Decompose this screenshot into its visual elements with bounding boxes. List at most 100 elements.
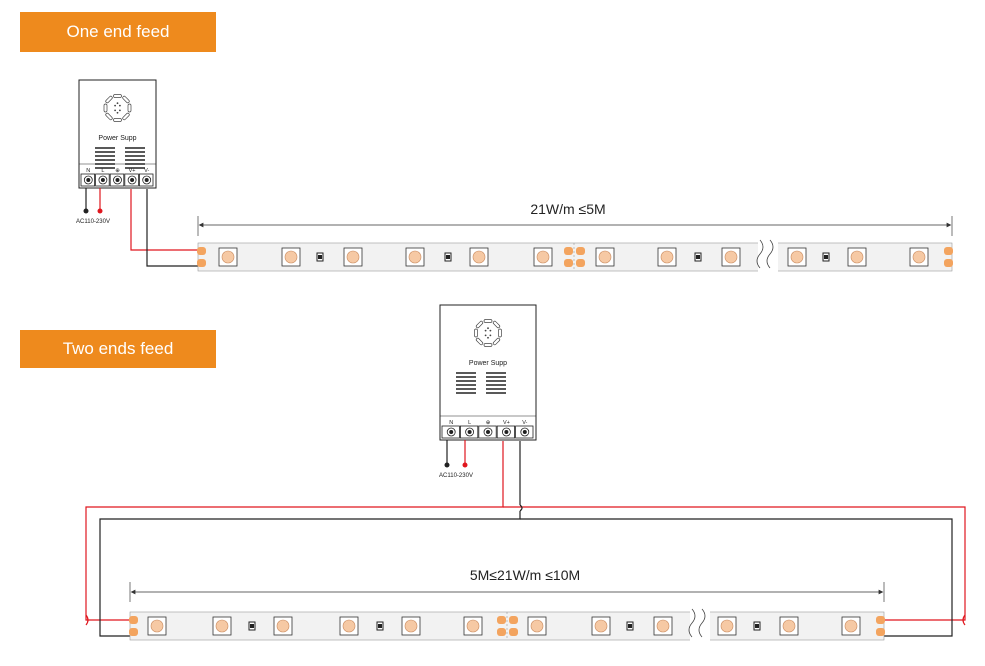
- led-emitter: [660, 250, 674, 264]
- solder-pad: [197, 247, 206, 255]
- led-emitter: [656, 619, 670, 633]
- fan-blade: [105, 112, 113, 121]
- terminal-label: V-: [522, 420, 527, 426]
- wires-one-end: [83, 188, 200, 267]
- led-emitter: [724, 250, 738, 264]
- fan-blade: [127, 103, 132, 113]
- fan-blade: [475, 337, 484, 346]
- led-emitter: [912, 250, 926, 264]
- terminal-label: ⊕: [115, 168, 120, 174]
- led-emitter: [342, 619, 356, 633]
- fan-dot: [119, 104, 121, 107]
- strip-break-mark: [766, 239, 774, 269]
- led-emitter: [408, 250, 422, 264]
- terminal-label: N: [86, 168, 90, 174]
- solder-pad: [129, 616, 138, 624]
- fan-dot: [489, 334, 492, 337]
- led-emitter: [720, 619, 734, 633]
- solder-pad: [509, 616, 518, 624]
- dimension-line-one-end: [197, 216, 953, 236]
- dimension-label-two-ends: 5M≤21W/m ≤10M: [470, 567, 580, 583]
- fan-dot: [484, 329, 487, 332]
- led-emitter: [221, 250, 235, 264]
- resistor-core: [696, 255, 700, 259]
- resistor-core: [250, 624, 254, 628]
- terminal-screw-center: [486, 430, 490, 434]
- fan-blade: [492, 337, 501, 346]
- fan-blade: [122, 112, 130, 121]
- led-emitter: [844, 619, 858, 633]
- dimension-label-one-end: 21W/m ≤5M: [530, 201, 605, 217]
- terminal-label: L: [468, 420, 471, 426]
- fan-blade: [105, 95, 113, 104]
- led-emitter: [594, 619, 608, 633]
- terminal-label: ⊕: [486, 420, 491, 426]
- fan-dot: [119, 109, 121, 112]
- resistor-core: [628, 624, 632, 628]
- fan-blade: [113, 118, 122, 122]
- fan-blade: [103, 103, 108, 113]
- terminal-label: L: [101, 168, 104, 174]
- resistor-core: [318, 255, 322, 259]
- fan-blade: [113, 94, 122, 98]
- led-emitter: [472, 250, 486, 264]
- solder-pad: [197, 259, 206, 267]
- led-strip-one-end: [197, 239, 953, 273]
- terminal-label: V+: [503, 420, 510, 426]
- fan-dot: [116, 111, 119, 114]
- resistor-core: [378, 624, 382, 628]
- psu-body: [78, 79, 157, 189]
- terminal-screw-center: [449, 430, 454, 434]
- fan-blade: [498, 328, 502, 338]
- one-end-feed-title: One end feed: [20, 12, 216, 52]
- two-ends-feed-title: Two ends feed: [20, 330, 216, 368]
- resistor-core: [824, 255, 828, 259]
- ac-input-label-1: AC110-230V: [76, 219, 110, 225]
- fan-dot: [116, 102, 119, 105]
- fan-blade: [475, 320, 484, 329]
- strip-body: [197, 242, 953, 272]
- led-emitter: [346, 250, 360, 264]
- ac-input-label-2: AC110-230V: [439, 473, 473, 479]
- wires-two-ends: [85, 440, 966, 637]
- resistor-core: [755, 624, 759, 628]
- fan-blade: [122, 95, 130, 104]
- led-emitter: [404, 619, 418, 633]
- strip-break-mark: [688, 608, 696, 638]
- strip-break-mark: [698, 608, 706, 638]
- power-supply-label: Power Supp: [469, 360, 507, 367]
- terminal-screw-center: [86, 178, 91, 182]
- solder-pad: [564, 259, 573, 267]
- solder-pad: [876, 616, 885, 624]
- solder-pad: [876, 628, 885, 636]
- fan-dot: [489, 329, 492, 332]
- terminal-label: V+: [129, 168, 136, 174]
- led-emitter: [850, 250, 864, 264]
- led-emitter: [276, 619, 290, 633]
- strip-break-mark: [756, 239, 764, 269]
- fan-dot: [484, 334, 487, 337]
- resistor-core: [446, 255, 450, 259]
- led-emitter: [284, 250, 298, 264]
- solder-pad: [576, 247, 585, 255]
- fan-blade: [474, 328, 478, 338]
- solder-pad: [497, 628, 506, 636]
- fan-blade: [492, 320, 501, 329]
- dimension-line-two-ends: [129, 582, 885, 602]
- led-emitter: [150, 619, 164, 633]
- solder-pad: [944, 247, 953, 255]
- terminal-screw-center: [467, 430, 472, 434]
- led-strip-two-ends: [129, 608, 885, 642]
- solder-pad: [129, 628, 138, 636]
- led-emitter: [790, 250, 804, 264]
- led-emitter: [536, 250, 550, 264]
- led-emitter: [215, 619, 229, 633]
- led-emitter: [598, 250, 612, 264]
- terminal-screw-center: [100, 178, 105, 182]
- solder-pad: [944, 259, 953, 267]
- terminal-screw-center: [522, 430, 527, 434]
- solder-pad: [564, 247, 573, 255]
- terminal-label: N: [449, 420, 453, 426]
